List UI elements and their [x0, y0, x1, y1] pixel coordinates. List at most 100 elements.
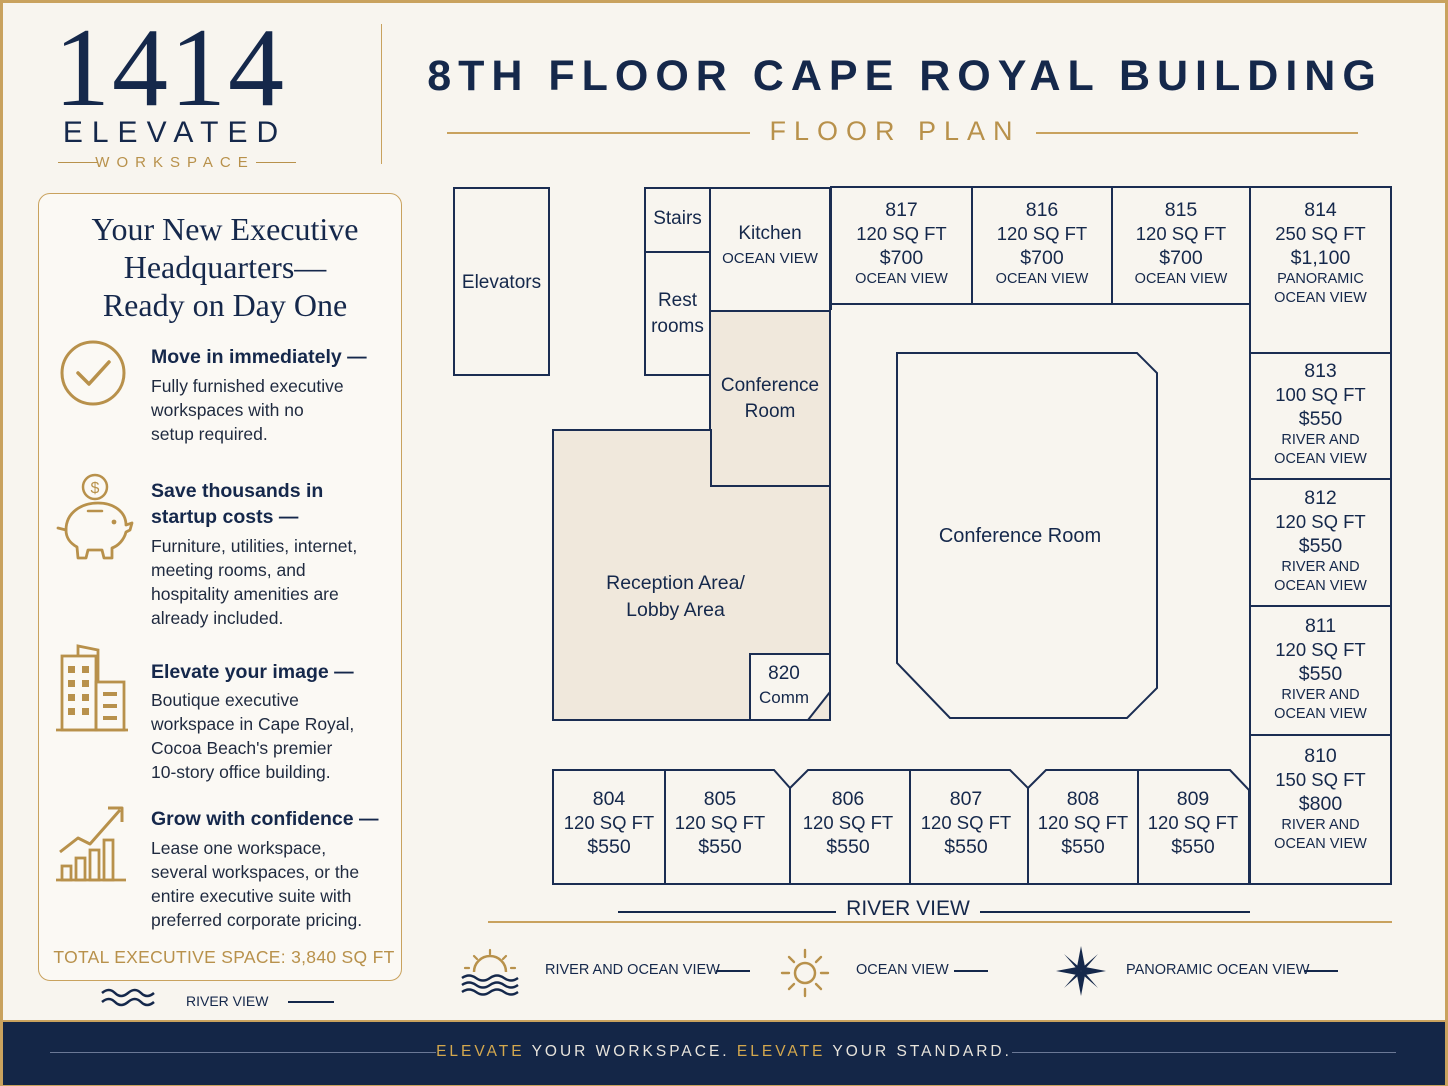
unit-view: RIVER AND [1281, 817, 1360, 833]
footer-tagline: ELEVATE YOUR WORKSPACE. ELEVATE YOUR STA… [430, 1043, 1018, 1061]
kitchen-room [709, 187, 831, 312]
restrooms-room [644, 251, 711, 376]
unit-view: RIVER AND [1281, 559, 1360, 575]
unit-812: 812 120 SQ FT $550 RIVER AND OCEAN VIEW [1250, 486, 1391, 596]
restrooms-label: Rest rooms [644, 288, 711, 340]
stairs-room [644, 187, 711, 253]
unit-number: 812 [1304, 487, 1337, 509]
unit-815: 815 120 SQ FT $700 OCEAN VIEW [1112, 198, 1250, 289]
total-space: TOTAL EXECUTIVE SPACE: 3,840 SQ FT [53, 947, 395, 967]
footer-highlight: ELEVATE [436, 1043, 525, 1060]
compass-star-icon [1056, 946, 1106, 996]
unit-view: OCEAN VIEW [1274, 290, 1367, 306]
feature-heading: Move in immediately — [151, 344, 391, 370]
feature-body-line: entire executive suite with [151, 886, 352, 906]
unit-806: 806 120 SQ FT $550 [790, 787, 906, 859]
unit-size: 120 SQ FT [802, 812, 894, 833]
unit-809: 809 120 SQ FT $550 [1138, 787, 1248, 859]
footer-text-part: YOUR WORKSPACE. [524, 1043, 737, 1060]
logo-sub: WORKSPACE [95, 154, 255, 171]
unit-816-shape [971, 186, 1113, 305]
logo-number: 1414 [54, 6, 286, 130]
conference-large-label: Conference Room [938, 525, 1102, 547]
conference-small-label-line: Conference [720, 375, 820, 396]
unit-810: 810 150 SQ FT $800 RIVER AND OCEAN VIEW [1250, 744, 1391, 854]
feature-body-line: meeting rooms, and [151, 560, 306, 580]
unit-size: 150 SQ FT [1275, 769, 1366, 790]
legend-panoramic-label: PANORAMIC OCEAN VIEW [1126, 962, 1310, 978]
feature-body: Fully furnished executive workspaces wit… [151, 374, 391, 446]
unit-number: 811 [1304, 615, 1337, 637]
feature-body-line: 10-story office building. [151, 762, 331, 782]
logo-rule-left [58, 162, 98, 163]
unit-number: 810 [1304, 745, 1337, 767]
unit-817: 817 120 SQ FT $700 OCEAN VIEW [831, 198, 972, 289]
unit-price: $550 [1171, 836, 1215, 858]
feature-heading-line: Save thousands in [151, 480, 324, 502]
footer-rule-left [50, 1052, 436, 1053]
footer-highlight: ELEVATE [736, 1043, 826, 1060]
unit-number: 816 [1025, 199, 1059, 221]
feature-heading: Grow with confidence — [151, 806, 391, 832]
comm-room [749, 653, 831, 721]
kitchen-view-label: OCEAN VIEW [722, 250, 818, 267]
unit-number: 806 [831, 788, 865, 810]
unit-size: 120 SQ FT [674, 812, 766, 833]
unit-814: 814 250 SQ FT $1,100 PANORAMIC OCEAN VIE… [1250, 198, 1391, 308]
unit-number: 809 [1176, 788, 1210, 810]
reception-area [552, 429, 831, 721]
unit-price: $550 [587, 836, 631, 858]
feature-body-line: setup required. [151, 424, 268, 444]
unit-price: $550 [1298, 408, 1343, 430]
restrooms-label-line: Rest [657, 290, 698, 311]
legend-rule [1304, 970, 1338, 972]
reception-label: Reception Area/ Lobby Area [553, 570, 798, 624]
logo-rule-right [256, 162, 296, 163]
unit-number: 813 [1304, 360, 1337, 382]
unit-804: 804 120 SQ FT $550 [553, 787, 665, 859]
sun-icon [780, 948, 830, 998]
stairs-label: Stairs [653, 208, 702, 229]
unit-size: 100 SQ FT [1275, 384, 1366, 405]
elevators-label: Elevators [461, 272, 542, 293]
unit-size: 120 SQ FT [1275, 639, 1366, 660]
kitchen-label: Kitchen [738, 223, 802, 244]
feature-body-line: hospitality amenities are [151, 584, 339, 604]
conference-small-label-line: Room [744, 401, 796, 422]
unit-price: $700 [1159, 247, 1203, 269]
unit-view: OCEAN VIEW [1274, 451, 1367, 467]
legend-ocean-label: OCEAN VIEW [856, 962, 949, 978]
building-icon [56, 644, 128, 732]
unit-808: 808 120 SQ FT $550 [1028, 787, 1138, 859]
feature-heading-line: Grow with confidence — [151, 808, 379, 830]
feature-body-line: Cocoa Beach's premier [151, 738, 333, 758]
feature-body: Lease one workspace, several workspaces,… [151, 836, 391, 932]
card-title-line: Ready on Day One [102, 287, 348, 323]
unit-805: 805 120 SQ FT $550 [665, 787, 775, 859]
checkmark-circle-icon [60, 340, 126, 406]
waves-icon [101, 988, 155, 1007]
page-subtitle: FLOOR PLAN [769, 116, 1021, 146]
unit-price: $550 [698, 836, 742, 858]
unit-816: 816 120 SQ FT $700 OCEAN VIEW [972, 198, 1112, 289]
conference-room-large [896, 352, 1158, 719]
unit-size: 120 SQ FT [1135, 223, 1227, 244]
unit-814-shape [1249, 186, 1392, 354]
feature-heading-line: Move in immediately — [151, 346, 367, 368]
conference-small-label: Conference Room [709, 373, 831, 425]
growth-chart-icon [56, 806, 126, 882]
card-title-line: Headquarters— [123, 249, 327, 285]
unit-810-shape [1249, 734, 1392, 885]
unit-price: $550 [826, 836, 870, 858]
reception-label-line: Lobby Area [626, 599, 725, 621]
unit-price: $700 [1020, 247, 1064, 269]
feature-body: Furniture, utilities, internet, meeting … [151, 534, 391, 630]
footer-rule-right [1012, 1052, 1396, 1053]
feature-heading-line: startup costs — [151, 506, 299, 528]
unit-size: 120 SQ FT [1147, 812, 1239, 833]
restrooms-label-line: rooms [651, 316, 704, 337]
unit-view: RIVER AND [1281, 432, 1360, 448]
unit-view: PANORAMIC [1277, 271, 1364, 287]
legend-divider [488, 921, 1392, 923]
reception-label-line: Reception Area/ [606, 572, 745, 594]
